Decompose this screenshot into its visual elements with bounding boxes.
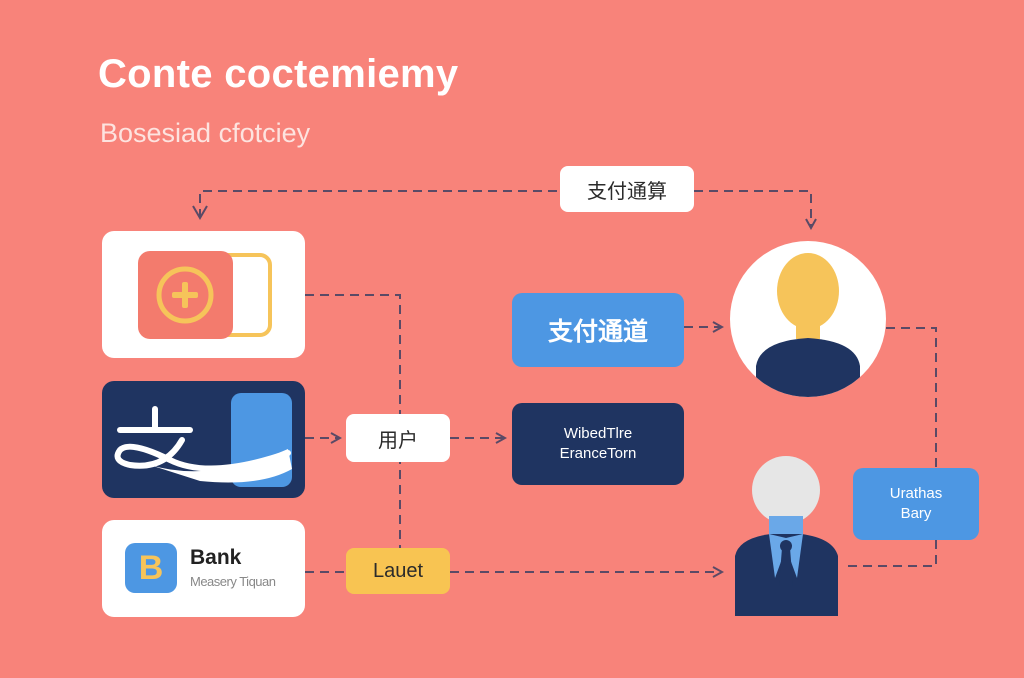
user-tag[interactable]: 用户 (346, 414, 450, 462)
alipay-zhi-icon (114, 406, 292, 483)
wibed-tag[interactable]: WibedTlre EranceTorn (512, 403, 684, 485)
payment-channel-tag[interactable]: 支付通道 (512, 293, 684, 367)
connector-settle-right (694, 190, 811, 228)
connector-avatar-urathas (886, 327, 937, 468)
lauet-label: Lauet (372, 559, 424, 582)
lauet-tag[interactable]: Lauet (346, 548, 450, 594)
settlement-tag[interactable]: 支付通算 (560, 166, 694, 212)
connector-settle-left (199, 190, 560, 218)
payment-channel-label: 支付通道 (547, 318, 648, 346)
businessman-icon[interactable] (733, 456, 843, 616)
urathas-line2: Bary (900, 505, 932, 522)
user-avatar-icon[interactable] (730, 241, 886, 397)
arrow-down-icon (192, 205, 208, 220)
page-title: Conte coctemiemy (98, 52, 459, 96)
bank-logo-icon: B (125, 543, 177, 593)
connector-urathas-businessman (845, 540, 937, 567)
wallet-plus-icon (138, 251, 233, 339)
connector-wallet-bus (305, 294, 401, 548)
bank-name: Bank (190, 546, 242, 569)
page-subtitle: Bosesiad cfotciey (100, 118, 311, 148)
wibed-line1: WibedTlre (563, 425, 633, 442)
settlement-label: 支付通算 (587, 180, 667, 203)
urathas-line1: Urathas (889, 485, 943, 502)
bank-subtitle: Measery Tiquan (190, 574, 276, 589)
wibed-line2: EranceTorn (559, 445, 637, 462)
urathas-bary-tag[interactable]: Urathas Bary (853, 468, 979, 540)
user-label: 用户 (378, 429, 418, 452)
